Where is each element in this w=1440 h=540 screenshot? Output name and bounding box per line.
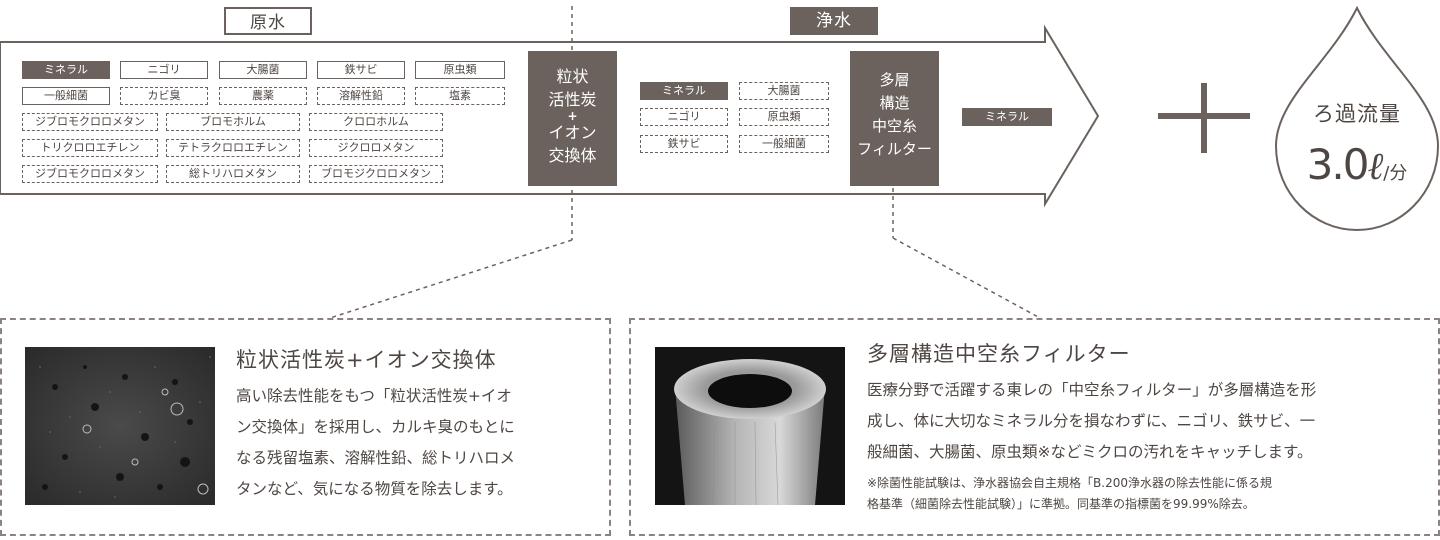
raw-tag: カビ臭 [120, 87, 208, 105]
raw-tag: 農薬 [219, 87, 307, 105]
panel-right-body: 医療分野で活躍する東レの「中空糸フィルター」が多層構造を形 成し、体に大切なミネ… [867, 375, 1432, 468]
mid-tag-mineral: ミネラル [640, 82, 728, 100]
panel-right-line: 般細菌、大腸菌、原虫類※などミクロの汚れをキャッチします。 [867, 443, 1313, 461]
stage2-line4: フィルター [857, 140, 932, 158]
flow-rate-value-group: 3.0ℓ/分 [1276, 140, 1438, 189]
flow-rate-unit-l: ℓ [1367, 144, 1384, 188]
panel-right-note: ※除菌性能試験は、浄水器協会自主規格「B.200浄水器の除去性能に係る規 [867, 476, 1273, 490]
panel-right-note: 格基準（細菌除去性能試験）」に準拠。同基準の指標菌を99.99%除去。 [867, 497, 1255, 511]
raw-tag: 一般細菌 [22, 87, 110, 105]
panel-left-line: ン交換体」を採用し、カルキ臭のもとに [236, 418, 515, 436]
raw-tag: ニゴリ [120, 61, 208, 79]
panel-right-line: 医療分野で活躍する東レの「中空糸フィルター」が多層構造を形 [867, 381, 1317, 399]
panel-left-line: タンなど、気になる物質を除去します。 [236, 480, 513, 498]
plus-sign [1158, 83, 1250, 153]
stage2-line3: 中空糸 [871, 117, 917, 135]
mid-tag: 原虫類 [739, 108, 829, 126]
panel-left-line: 高い除去性能をもつ「粒状活性炭+イオ [236, 387, 512, 405]
stage1-carbon-ion-box: 粒状 活性炭 + イオン 交換体 [528, 51, 617, 186]
raw-tag: トリクロロエチレン [22, 139, 158, 157]
flow-rate-value: 3.0 [1306, 140, 1370, 189]
raw-tag: ブロモジクロロメタン [309, 165, 443, 183]
hollow-fiber-micrograph [655, 347, 845, 505]
raw-tag: 塩素 [415, 87, 505, 105]
pure-water-header: 浄水 [790, 7, 878, 35]
stage1-line1: 粒状 [556, 67, 589, 86]
plus-vertical-bar [1201, 83, 1207, 153]
raw-tag: ジクロロメタン [309, 139, 443, 157]
panel-right-line: 成し、体に大切なミネラル分を損なわずに、ニゴリ、鉄サビ、一 [867, 412, 1316, 430]
raw-tag: 鉄サビ [317, 61, 405, 79]
raw-tag: クロロホルム [309, 113, 443, 131]
stage2-line1: 多層 [879, 71, 910, 89]
panel-left-line: なる残留塩素、溶解性鉛、総トリハロメ [236, 449, 516, 467]
raw-tag: 総トリハロメタン [166, 165, 300, 183]
activated-carbon-micrograph [25, 347, 215, 505]
panel-left-body: 高い除去性能をもつ「粒状活性炭+イオ ン交換体」を採用し、カルキ臭のもとに なる… [236, 381, 596, 505]
stage1-line4: 交換体 [548, 146, 597, 165]
stage2-hollow-fiber-box: 多層 構造 中空糸 フィルター [850, 51, 939, 186]
raw-tag: ジブロモクロロメタン [22, 113, 158, 131]
connector-left [329, 239, 573, 319]
mid-tag: 一般細菌 [739, 135, 829, 153]
water-drop-icon [1274, 5, 1440, 232]
flow-rate-label: ろ過流量 [1313, 102, 1401, 126]
connector-right [892, 237, 1041, 319]
raw-tag: ブロモホルム [166, 113, 300, 131]
raw-tag: 原虫類 [415, 61, 505, 79]
raw-tag-mineral: ミネラル [22, 61, 110, 79]
mid-tag: ニゴリ [640, 108, 728, 126]
mid-tag: 大腸菌 [739, 82, 829, 100]
raw-tag: 大腸菌 [219, 61, 307, 79]
stage1-line3: イオン [548, 123, 597, 142]
panel-right-notes: ※除菌性能試験は、浄水器協会自主規格「B.200浄水器の除去性能に係る規 格基準… [867, 473, 1432, 515]
stage1-plus: + [567, 109, 578, 123]
flow-rate-unit-min: /分 [1383, 163, 1408, 184]
raw-water-header: 原水 [224, 7, 312, 35]
mid-tag: 鉄サビ [640, 135, 728, 153]
raw-tag: 溶解性鉛 [317, 87, 405, 105]
stage2-line2: 構造 [879, 94, 910, 112]
output-tag-mineral: ミネラル [962, 108, 1052, 126]
stage1-line2: 活性炭 [548, 90, 597, 109]
panel-right-title: 多層構造中空糸フィルター [867, 342, 1131, 366]
panel-left-title: 粒状活性炭+イオン交換体 [236, 348, 497, 372]
raw-tag: ジブロモクロロメタン [22, 165, 158, 183]
raw-tag: テトラクロロエチレン [166, 139, 300, 157]
